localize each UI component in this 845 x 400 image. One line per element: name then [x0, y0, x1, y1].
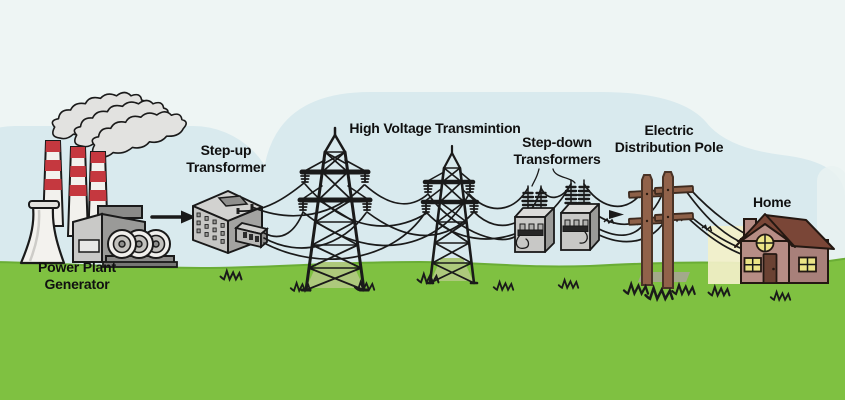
door — [762, 253, 778, 284]
pole-2 — [662, 171, 674, 289]
transmission-tower-2 — [420, 144, 480, 285]
step-up-transformer — [192, 190, 269, 254]
house — [734, 213, 835, 284]
distribution-pole — [628, 171, 694, 289]
roof-front — [734, 213, 796, 248]
flow-arrow — [150, 210, 196, 224]
turbine-generators — [102, 229, 178, 268]
cooling-tower — [19, 200, 66, 265]
louver-dots — [196, 212, 225, 244]
label-leader-lines — [531, 168, 576, 187]
high-voltage-label: High Voltage Transmintion — [349, 120, 521, 136]
distribution-pole-label: Electric Distribution Pole — [614, 122, 724, 155]
house-light-glow — [708, 226, 746, 284]
step-up-transformer-label: Step-up Transformer — [186, 142, 266, 175]
building-window — [78, 239, 100, 253]
tower2-ground-shadow — [431, 258, 473, 281]
step-down-transformers-label: Step-down Transformers — [513, 134, 601, 167]
pole-1 — [641, 174, 653, 286]
output-box — [234, 222, 269, 249]
step-down-transformer-2 — [560, 178, 600, 251]
home-label: Home — [752, 194, 792, 210]
power-plant-label: Power Plant Generator — [38, 259, 116, 292]
power-lines — [237, 168, 750, 260]
wire-direction-arrow — [609, 210, 624, 219]
power-plant — [19, 83, 191, 268]
step-down-transformer-1 — [514, 184, 555, 253]
door-knob — [772, 267, 775, 271]
